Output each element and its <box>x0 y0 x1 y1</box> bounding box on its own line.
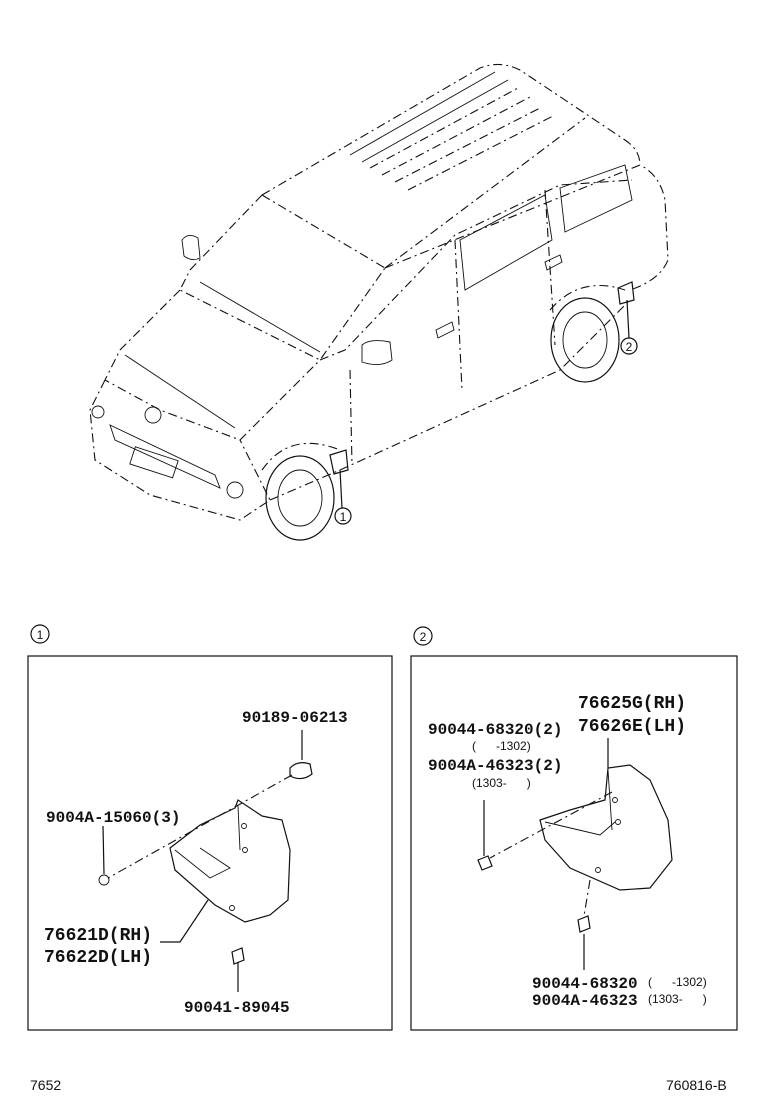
part-9004A-46323-qty: 9004A-46323(2) <box>428 757 562 775</box>
callout-2-label: 2 <box>626 340 633 354</box>
part-76621D: 76621D(RH) <box>44 926 152 946</box>
part-9004A-15060: 9004A-15060(3) <box>46 809 180 827</box>
footer-left-code: 7652 <box>30 1077 61 1093</box>
range-90044-68320: ( -1302) <box>472 739 531 753</box>
range-bottom-9004A-46323: (1303- ) <box>648 992 707 1006</box>
range-bottom-90044-68320: ( -1302) <box>648 975 707 989</box>
panel-2-header: 2 <box>413 626 433 646</box>
callout-2: 2 <box>620 337 638 355</box>
panel-2-drawing <box>477 738 673 970</box>
part-76625G: 76625G(RH) <box>578 694 686 714</box>
part-90041-89045: 90041-89045 <box>184 999 290 1017</box>
panel-2-number: 2 <box>420 630 427 644</box>
panel-1-number: 1 <box>37 628 44 642</box>
panel-1-header: 1 <box>30 624 50 644</box>
part-90189-06213: 90189-06213 <box>242 709 348 727</box>
range-9004A-46323: (1303- ) <box>472 776 531 790</box>
panel-1-frame <box>27 655 393 1031</box>
vehicle-illustration <box>89 63 669 541</box>
part-90044-68320-qty: 90044-68320(2) <box>428 721 562 739</box>
part-76626E: 76626E(LH) <box>578 717 686 737</box>
panel-2-frame <box>410 655 738 1031</box>
part-9004A-46323: 9004A-46323 <box>532 992 638 1010</box>
part-76622D: 76622D(LH) <box>44 948 152 968</box>
panel-1-drawing <box>98 730 313 992</box>
callout-1: 1 <box>334 507 352 525</box>
callout-1-label: 1 <box>340 510 347 524</box>
footer-right-code: 760816-B <box>666 1077 727 1093</box>
part-90044-68320: 90044-68320 <box>532 975 638 993</box>
